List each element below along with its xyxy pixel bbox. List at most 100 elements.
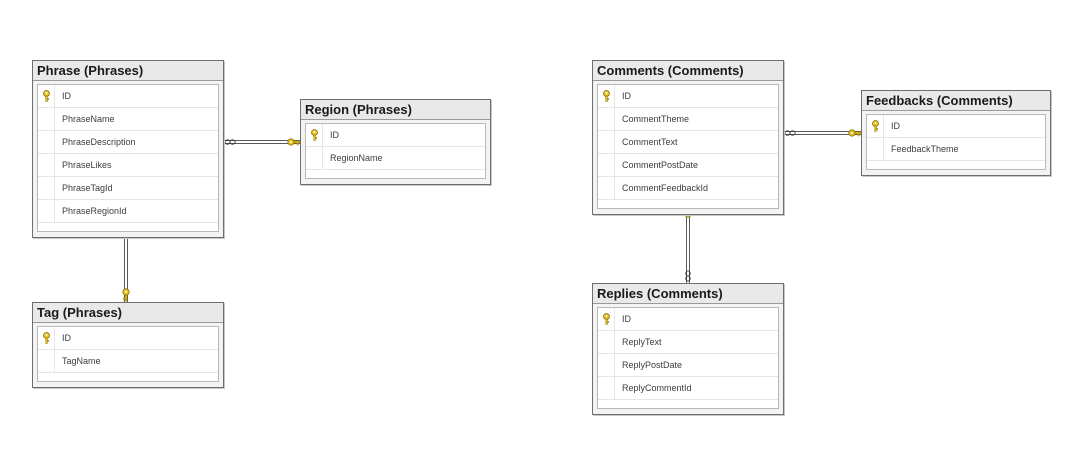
relationship-replies-comments bbox=[684, 204, 692, 283]
column-row[interactable]: CommentTheme bbox=[598, 108, 778, 131]
primary-key-column-row[interactable]: ID bbox=[598, 85, 778, 108]
table-feedbacks[interactable]: Feedbacks (Comments) ID FeedbackTheme bbox=[861, 90, 1051, 176]
column-row[interactable]: FeedbackTheme bbox=[867, 138, 1045, 161]
column-row[interactable]: ReplyCommentId bbox=[598, 377, 778, 400]
new-column-row[interactable] bbox=[38, 223, 218, 231]
column-row[interactable]: CommentPostDate bbox=[598, 154, 778, 177]
table-title[interactable]: Comments (Comments) bbox=[593, 61, 783, 81]
primary-key-icon bbox=[603, 313, 610, 325]
new-column-row[interactable] bbox=[598, 200, 778, 208]
key-tooth bbox=[857, 133, 860, 137]
infinity-loop bbox=[685, 275, 691, 282]
one-end-key-icon bbox=[122, 288, 130, 302]
new-column-row[interactable] bbox=[867, 161, 1045, 169]
row-selector[interactable] bbox=[598, 331, 615, 353]
column-name: CommentTheme bbox=[622, 114, 690, 124]
table-title[interactable]: Feedbacks (Comments) bbox=[862, 91, 1050, 111]
column-row[interactable]: PhraseDescription bbox=[38, 131, 218, 154]
one-end-key-icon bbox=[848, 129, 862, 137]
new-column-row[interactable] bbox=[598, 400, 778, 408]
primary-key-column-row[interactable]: ID bbox=[598, 308, 778, 331]
row-selector[interactable] bbox=[38, 177, 55, 199]
row-selector[interactable] bbox=[598, 177, 615, 199]
row-selector[interactable] bbox=[38, 200, 55, 222]
row-selector[interactable] bbox=[867, 138, 884, 160]
table-title[interactable]: Region (Phrases) bbox=[301, 100, 490, 120]
row-selector[interactable] bbox=[598, 377, 615, 399]
table-title[interactable]: Tag (Phrases) bbox=[33, 303, 223, 323]
relationship-comments-feedbacks bbox=[784, 129, 862, 137]
column-name: PhraseDescription bbox=[62, 137, 136, 147]
row-selector[interactable] bbox=[867, 115, 884, 137]
row-selector[interactable] bbox=[598, 85, 615, 107]
one-end-key-icon bbox=[287, 138, 301, 146]
column-name: FeedbackTheme bbox=[891, 144, 959, 154]
column-name: PhraseTagId bbox=[62, 183, 113, 193]
row-selector[interactable] bbox=[598, 354, 615, 376]
column-row[interactable]: ReplyPostDate bbox=[598, 354, 778, 377]
primary-key-icon bbox=[43, 332, 50, 344]
row-selector[interactable] bbox=[38, 350, 55, 372]
column-row[interactable]: PhraseLikes bbox=[38, 154, 218, 177]
column-row[interactable]: ReplyText bbox=[598, 331, 778, 354]
column-name: ID bbox=[330, 130, 339, 140]
column-name: CommentText bbox=[622, 137, 678, 147]
row-selector[interactable] bbox=[38, 327, 55, 349]
column-row[interactable]: CommentFeedbackId bbox=[598, 177, 778, 200]
primary-key-icon bbox=[311, 129, 318, 141]
row-selector[interactable] bbox=[598, 108, 615, 130]
row-selector[interactable] bbox=[38, 131, 55, 153]
column-name: ID bbox=[622, 314, 631, 324]
new-column-row[interactable] bbox=[306, 170, 485, 178]
primary-key-icon bbox=[603, 90, 610, 102]
column-row[interactable]: CommentText bbox=[598, 131, 778, 154]
column-name: ReplyPostDate bbox=[622, 360, 683, 370]
new-column-row[interactable] bbox=[38, 373, 218, 381]
row-selector[interactable] bbox=[38, 154, 55, 176]
table-region[interactable]: Region (Phrases) ID RegionName bbox=[300, 99, 491, 185]
many-end-icon bbox=[685, 270, 691, 282]
column-row[interactable]: TagName bbox=[38, 350, 218, 373]
row-selector[interactable] bbox=[598, 154, 615, 176]
row-selector[interactable] bbox=[598, 131, 615, 153]
column-row[interactable]: PhraseRegionId bbox=[38, 200, 218, 223]
column-grid: ID RegionName bbox=[305, 123, 486, 179]
row-selector[interactable] bbox=[38, 85, 55, 107]
row-selector[interactable] bbox=[598, 308, 615, 330]
column-row[interactable]: PhraseTagId bbox=[38, 177, 218, 200]
table-title[interactable]: Phrase (Phrases) bbox=[33, 61, 223, 81]
primary-key-column-row[interactable]: ID bbox=[38, 85, 218, 108]
infinity-loop bbox=[789, 130, 796, 136]
key-hole bbox=[125, 290, 127, 293]
primary-key-column-row[interactable]: ID bbox=[38, 327, 218, 350]
key-tooth bbox=[296, 142, 299, 146]
column-row[interactable]: PhraseName bbox=[38, 108, 218, 131]
key-tooth bbox=[122, 297, 126, 300]
primary-key-column-row[interactable]: ID bbox=[867, 115, 1045, 138]
primary-key-column-row[interactable]: ID bbox=[306, 124, 485, 147]
column-name: ID bbox=[891, 121, 900, 131]
column-name: CommentFeedbackId bbox=[622, 183, 709, 193]
key-shaft bbox=[124, 294, 128, 302]
many-end-icon bbox=[224, 139, 236, 145]
row-selector[interactable] bbox=[306, 124, 323, 146]
column-row[interactable]: RegionName bbox=[306, 147, 485, 170]
row-selector[interactable] bbox=[306, 147, 323, 169]
column-name: ReplyCommentId bbox=[622, 383, 692, 393]
column-name: ID bbox=[62, 91, 71, 101]
column-name: PhraseRegionId bbox=[62, 206, 127, 216]
column-name: RegionName bbox=[330, 153, 383, 163]
infinity-loop bbox=[229, 139, 236, 145]
column-name: CommentPostDate bbox=[622, 160, 699, 170]
table-title[interactable]: Replies (Comments) bbox=[593, 284, 783, 304]
row-selector[interactable] bbox=[38, 108, 55, 130]
column-name: ReplyText bbox=[622, 337, 662, 347]
key-hole bbox=[850, 132, 853, 134]
column-grid: ID FeedbackTheme bbox=[866, 114, 1046, 170]
